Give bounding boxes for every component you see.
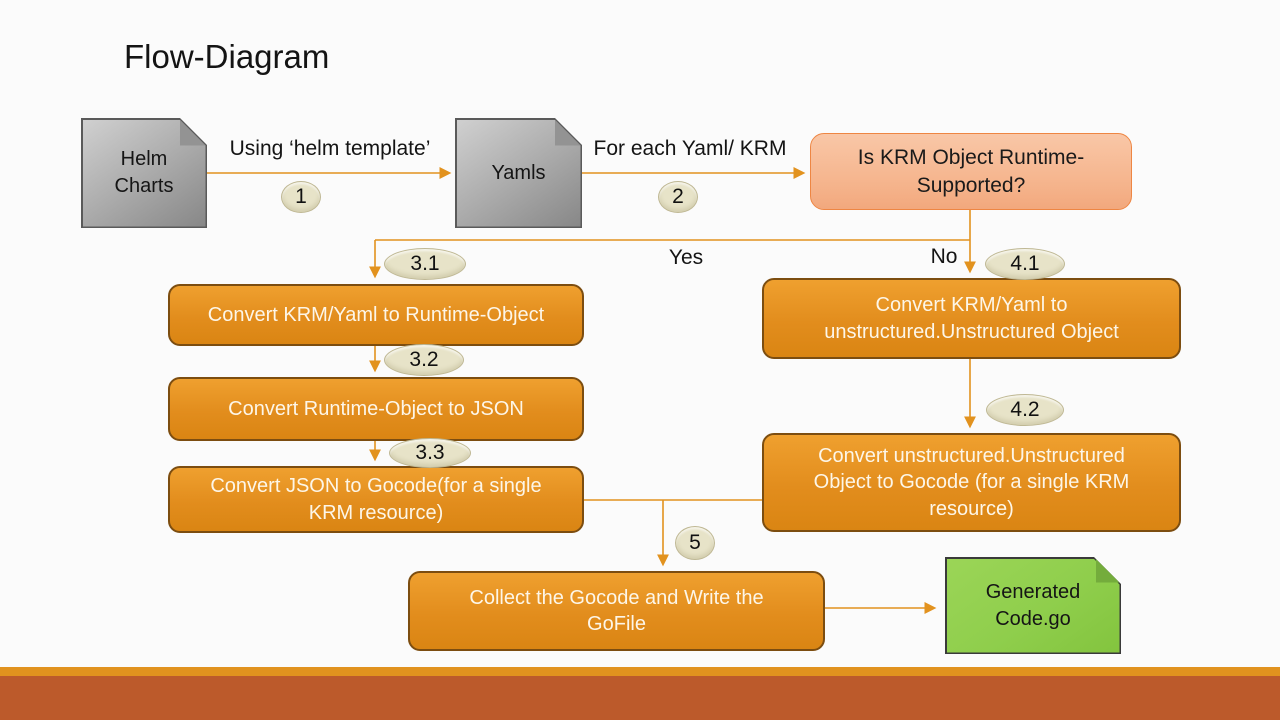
node-unstructured-to-gocode: Convert unstructured.Unstructured Object… xyxy=(762,433,1181,532)
edge-label-using-helm-template: Using ‘helm template’ xyxy=(229,137,431,160)
convert-runtime-to-json-label: Convert Runtime-Object to JSON xyxy=(228,397,524,420)
decision-label: Is KRM Object Runtime-Supported? xyxy=(857,146,1085,197)
edge-label-yes: Yes xyxy=(668,246,704,269)
unstructured-to-gocode-label: Convert unstructured.Unstructured Object… xyxy=(813,444,1130,520)
node-convert-json-to-gocode: Convert JSON to Gocode(for a single KRM … xyxy=(168,466,584,533)
step-badge-3-3: 3.3 xyxy=(389,438,471,468)
step-badge-5: 5 xyxy=(675,526,715,560)
generated-code-label: Generated Code.go xyxy=(985,580,1081,630)
node-collect-gocode: Collect the Gocode and Write the GoFile xyxy=(408,571,825,651)
node-convert-runtime-to-json: Convert Runtime-Object to JSON xyxy=(168,377,584,441)
node-helm-charts: Helm Charts xyxy=(81,118,207,228)
step-badge-3-2: 3.2 xyxy=(384,344,464,376)
collect-gocode-label: Collect the Gocode and Write the GoFile xyxy=(469,586,764,635)
convert-krm-to-runtime-label: Convert KRM/Yaml to Runtime-Object xyxy=(207,303,545,326)
step-badge-4-1: 4.1 xyxy=(985,248,1065,280)
footer-bar xyxy=(0,676,1280,720)
yamls-label: Yamls xyxy=(491,161,546,184)
convert-krm-to-unstructured-label: Convert KRM/Yaml to unstructured.Unstruc… xyxy=(824,294,1119,343)
edge-label-no: No xyxy=(930,245,958,268)
footer-accent-strip xyxy=(0,667,1280,676)
page-title: Flow-Diagram xyxy=(124,38,330,75)
node-yamls: Yamls xyxy=(455,118,582,228)
step-badge-3-1: 3.1 xyxy=(384,248,466,280)
helm-charts-label: Helm Charts xyxy=(114,148,174,197)
node-convert-krm-to-runtime: Convert KRM/Yaml to Runtime-Object xyxy=(168,284,584,346)
node-decision-krm-runtime: Is KRM Object Runtime-Supported? xyxy=(810,133,1132,210)
convert-json-to-gocode-label: Convert JSON to Gocode(for a single KRM … xyxy=(210,475,542,524)
node-generated-code: Generated Code.go xyxy=(945,557,1121,654)
step-badge-4-2: 4.2 xyxy=(986,394,1064,426)
generated-code-fill xyxy=(947,559,1120,653)
node-convert-krm-to-unstructured: Convert KRM/Yaml to unstructured.Unstruc… xyxy=(762,278,1181,359)
step-badge-2: 2 xyxy=(658,181,698,213)
step-badge-1: 1 xyxy=(281,181,321,213)
edge-label-for-each-yaml: For each Yaml/ KRM xyxy=(593,137,787,160)
